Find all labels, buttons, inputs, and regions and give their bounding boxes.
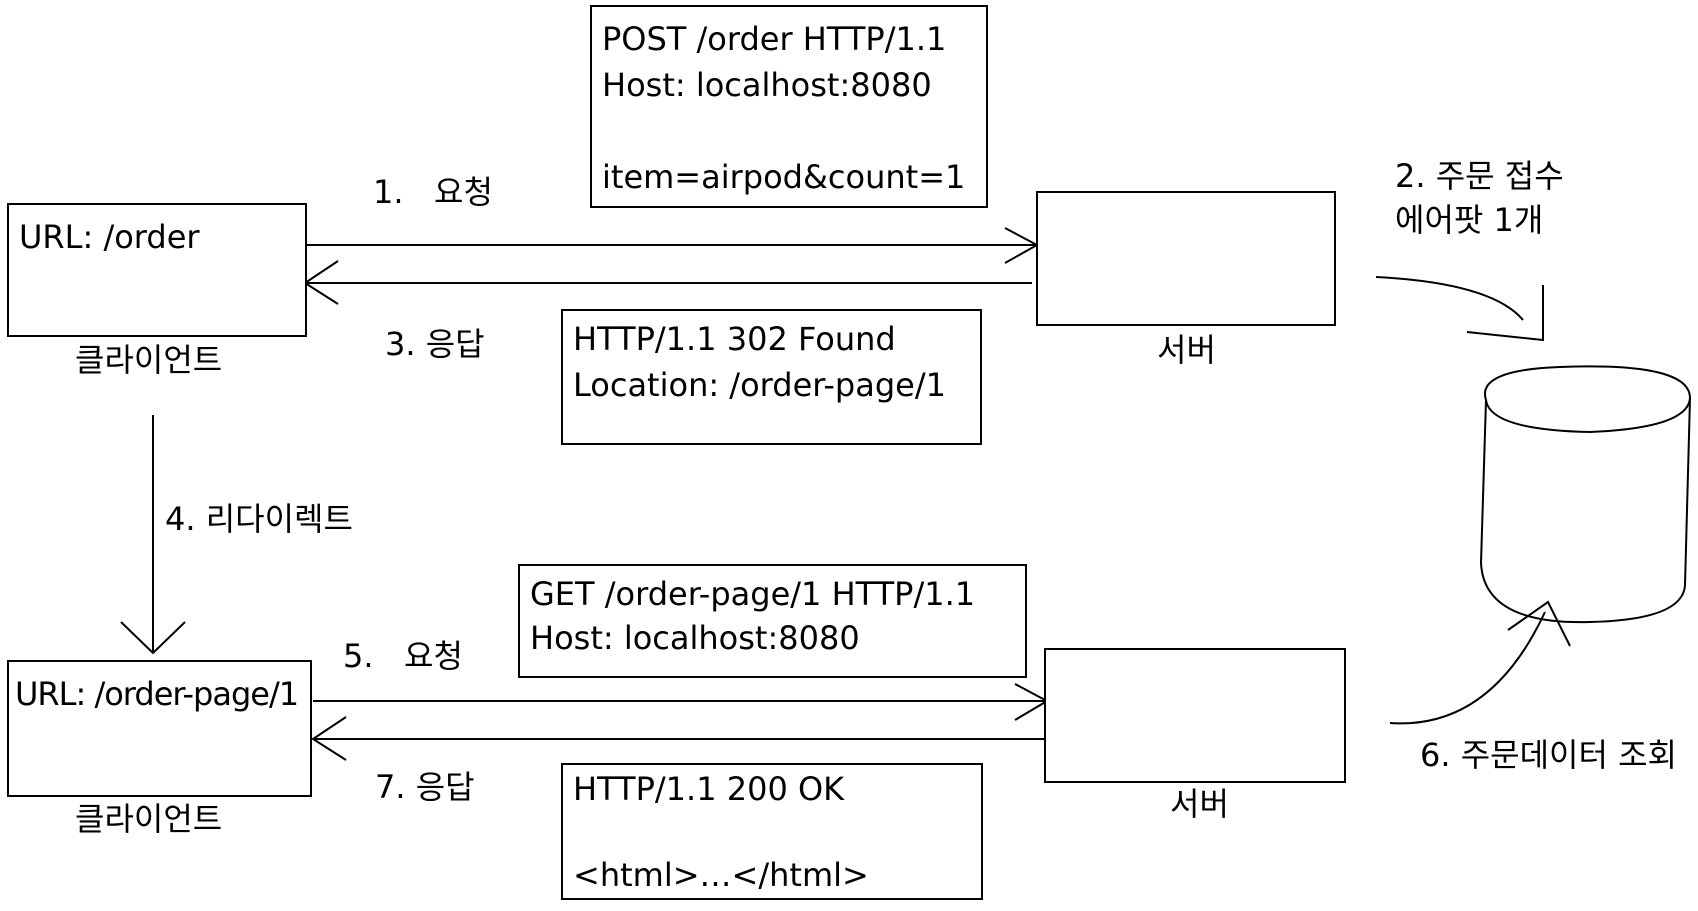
top-client-box: URL: /order [7,203,307,337]
bottom-response-message: HTTP/1.1 200 OK <html>…</html> [561,763,983,900]
top-response-line-1: HTTP/1.1 302 Found [573,320,896,358]
server-to-db-arrowhead [1466,285,1544,342]
top-request-step: 1. 요청 [373,173,493,211]
server-to-db-curve [1375,276,1524,321]
database-cylinder-icon [1479,365,1692,624]
db-to-server-curve [1389,611,1546,725]
top-client-label: 클라이언트 [75,341,223,379]
bottom-client-label: 클라이언트 [75,800,223,838]
bottom-server-box [1044,648,1346,783]
top-request-line-1: POST /order HTTP/1.1 [602,20,947,58]
bottom-response-line-1: HTTP/1.1 200 OK [573,770,845,808]
bottom-request-line-1: GET /order-page/1 HTTP/1.1 [530,575,976,613]
bottom-response-step: 7. 응답 [375,768,475,806]
bottom-response-arrowhead [311,716,347,761]
db-to-server-arrowhead [1507,600,1571,647]
bottom-request-message: GET /order-page/1 HTTP/1.1 Host: localho… [518,564,1027,678]
db-order-item: 에어팟 1개 [1395,201,1544,239]
top-response-message: HTTP/1.1 302 Found Location: /order-page… [561,309,982,445]
top-request-line-4: item=airpod&count=1 [602,158,966,196]
bottom-request-line-2: Host: localhost:8080 [530,619,860,657]
db-order-received: 2. 주문 접수 [1395,157,1564,195]
top-server-box [1036,191,1336,326]
bottom-client-url: URL: /order-page/1 [15,675,299,713]
top-request-line-2: Host: localhost:8080 [602,66,932,104]
bottom-server-label: 서버 [1170,785,1229,823]
top-request-message: POST /order HTTP/1.1 Host: localhost:808… [590,5,988,208]
top-server-label: 서버 [1157,331,1216,369]
bottom-request-step: 5. 요청 [343,637,463,675]
top-response-step: 3. 응답 [385,325,485,363]
redirect-step: 4. 리다이렉트 [165,500,353,538]
database-cylinder-top-edge [1485,397,1691,434]
db-order-lookup: 6. 주문데이터 조회 [1420,736,1677,774]
bottom-response-line-3: <html>…</html> [573,856,869,894]
top-response-line-2: Location: /order-page/1 [573,366,946,404]
redirect-arrowhead [120,621,186,655]
top-client-url: URL: /order [19,218,200,256]
bottom-client-box: URL: /order-page/1 [7,660,312,797]
